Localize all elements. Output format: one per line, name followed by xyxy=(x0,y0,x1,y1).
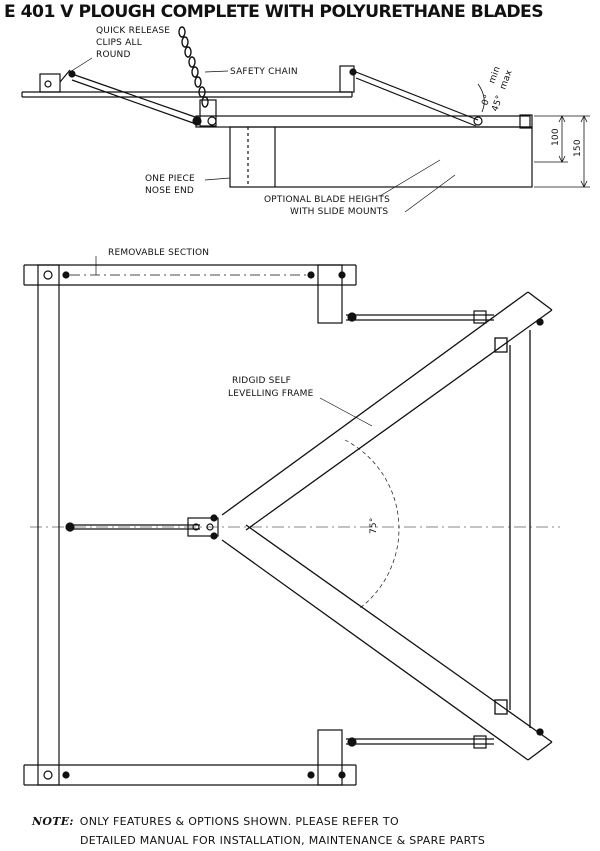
rigid-frame-label-1: RIDGID SELF xyxy=(232,376,291,386)
tow-linkage xyxy=(65,514,219,540)
safety-chain-label: SAFETY CHAIN xyxy=(230,67,298,77)
footnote: NOTE: ONLY FEATURES & OPTIONS SHOWN. PLEA… xyxy=(32,812,485,850)
blade-height-dimensions xyxy=(534,115,590,188)
side-view: QUICK RELEASE CLIPS ALL ROUND SAFETY CHA… xyxy=(21,26,590,217)
quick-release-label-2: CLIPS ALL xyxy=(96,38,142,48)
note-line-2: DETAILED MANUAL FOR INSTALLATION, MAINTE… xyxy=(80,834,486,847)
corner-bolts xyxy=(43,270,346,780)
optional-blade-label-1: OPTIONAL BLADE HEIGHTS xyxy=(264,195,390,205)
quick-release-label-1: QUICK RELEASE xyxy=(96,26,170,36)
v-blade-frame xyxy=(221,291,553,761)
plan-view: REMOVABLE SECTION RIDGID SELF LEVELLING … xyxy=(23,248,560,786)
safety-chain xyxy=(178,26,209,108)
removable-section-label: REMOVABLE SECTION xyxy=(108,248,209,258)
dimension-100-label: 100 xyxy=(551,128,561,146)
right-hitch-bracket xyxy=(339,65,357,93)
angle-75-label: 75° xyxy=(369,517,379,534)
one-piece-label-1: ONE PIECE xyxy=(145,174,195,184)
left-hitch-bracket xyxy=(39,69,76,93)
angle-0-label: 0° xyxy=(480,94,493,107)
one-piece-label-2: NOSE END xyxy=(145,186,194,196)
polyurethane-blade xyxy=(229,126,533,188)
rigid-frame-label-2: LEVELLING FRAME xyxy=(228,389,314,399)
note-line-1: ONLY FEATURES & OPTIONS SHOWN. PLEASE RE… xyxy=(79,815,399,828)
optional-blade-label-2: WITH SLIDE MOUNTS xyxy=(290,207,388,217)
drawing-title: E 401 V PLOUGH COMPLETE WITH POLYURETHAN… xyxy=(4,2,544,22)
note-label: NOTE: xyxy=(32,815,74,828)
dimension-150-label: 150 xyxy=(573,139,583,157)
quick-release-label-3: ROUND xyxy=(96,50,131,60)
